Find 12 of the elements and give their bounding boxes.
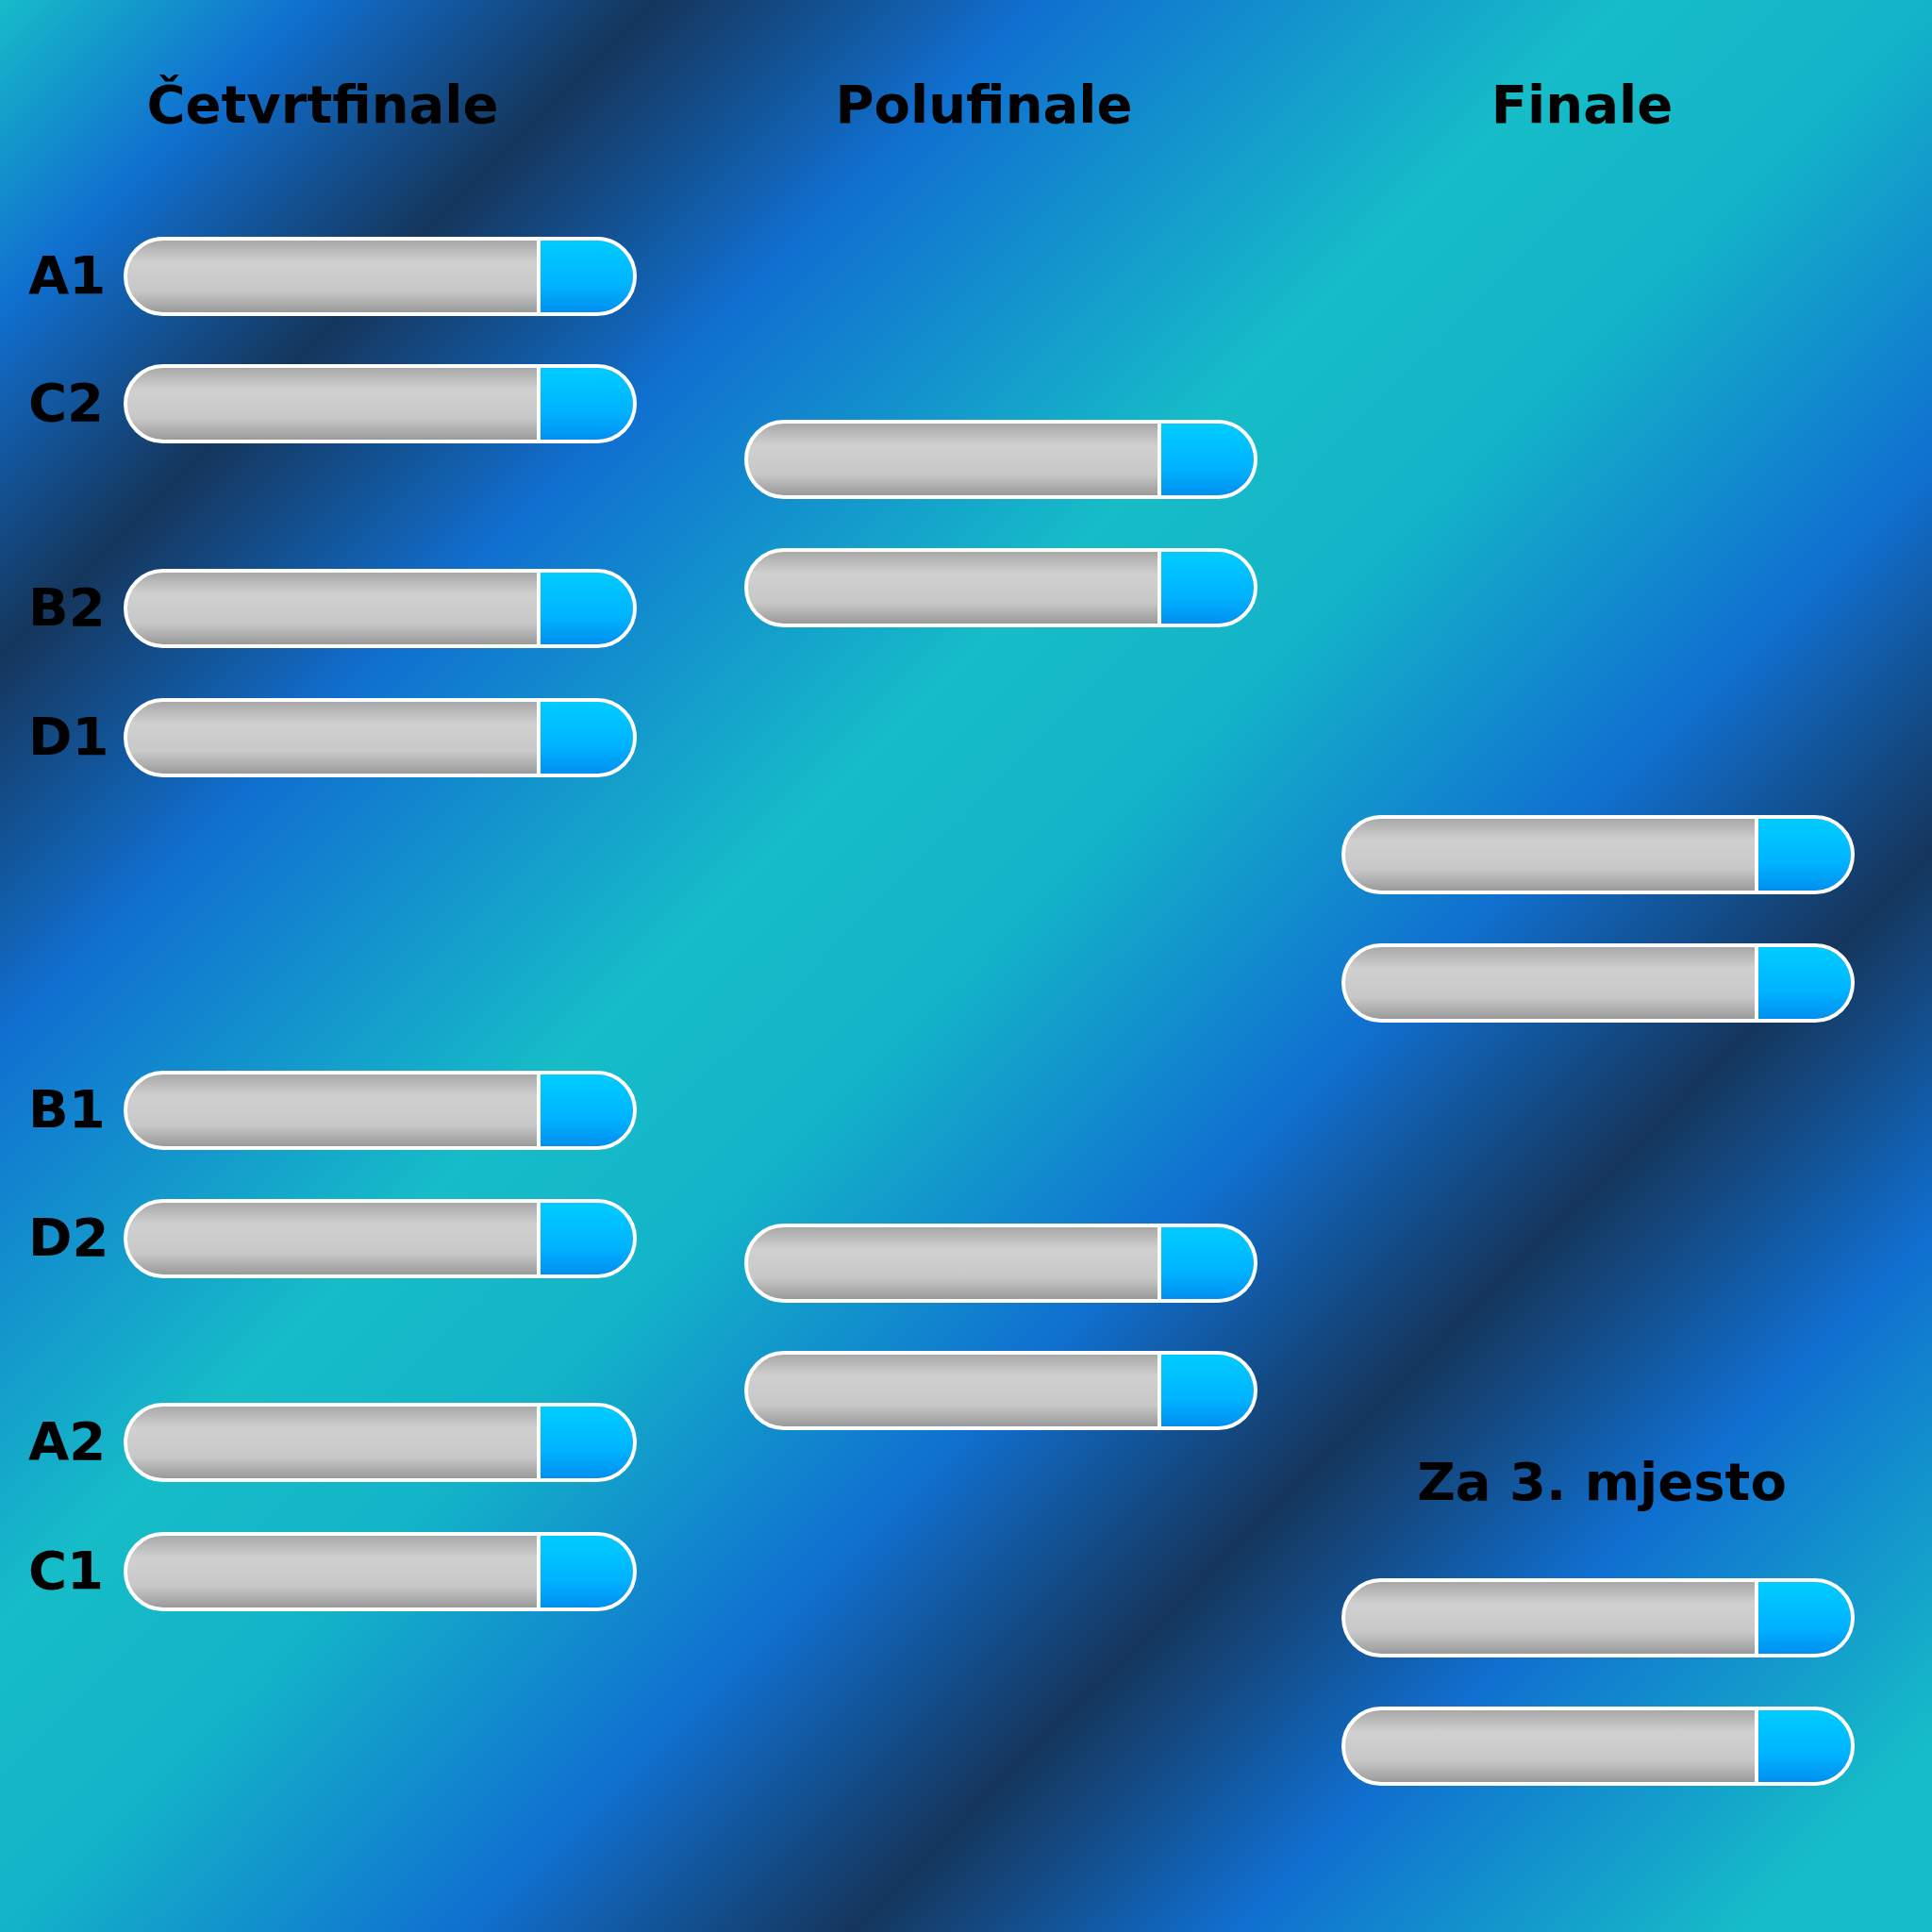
- group-seed-label: A2: [28, 1410, 107, 1472]
- group-seed-label: B2: [28, 576, 106, 638]
- round-heading: Finale: [1491, 74, 1674, 135]
- group-seed-label: D1: [28, 706, 109, 767]
- group-seed-label: C1: [28, 1540, 105, 1601]
- round-heading: Polufinale: [835, 74, 1133, 135]
- group-seed-label: B1: [28, 1078, 106, 1140]
- round-heading: Četvrtfinale: [146, 74, 499, 135]
- group-seed-label: D2: [28, 1207, 109, 1268]
- round-heading: Za 3. mjesto: [1417, 1451, 1787, 1512]
- group-seed-label: C2: [28, 372, 105, 433]
- group-seed-label: A1: [28, 244, 107, 306]
